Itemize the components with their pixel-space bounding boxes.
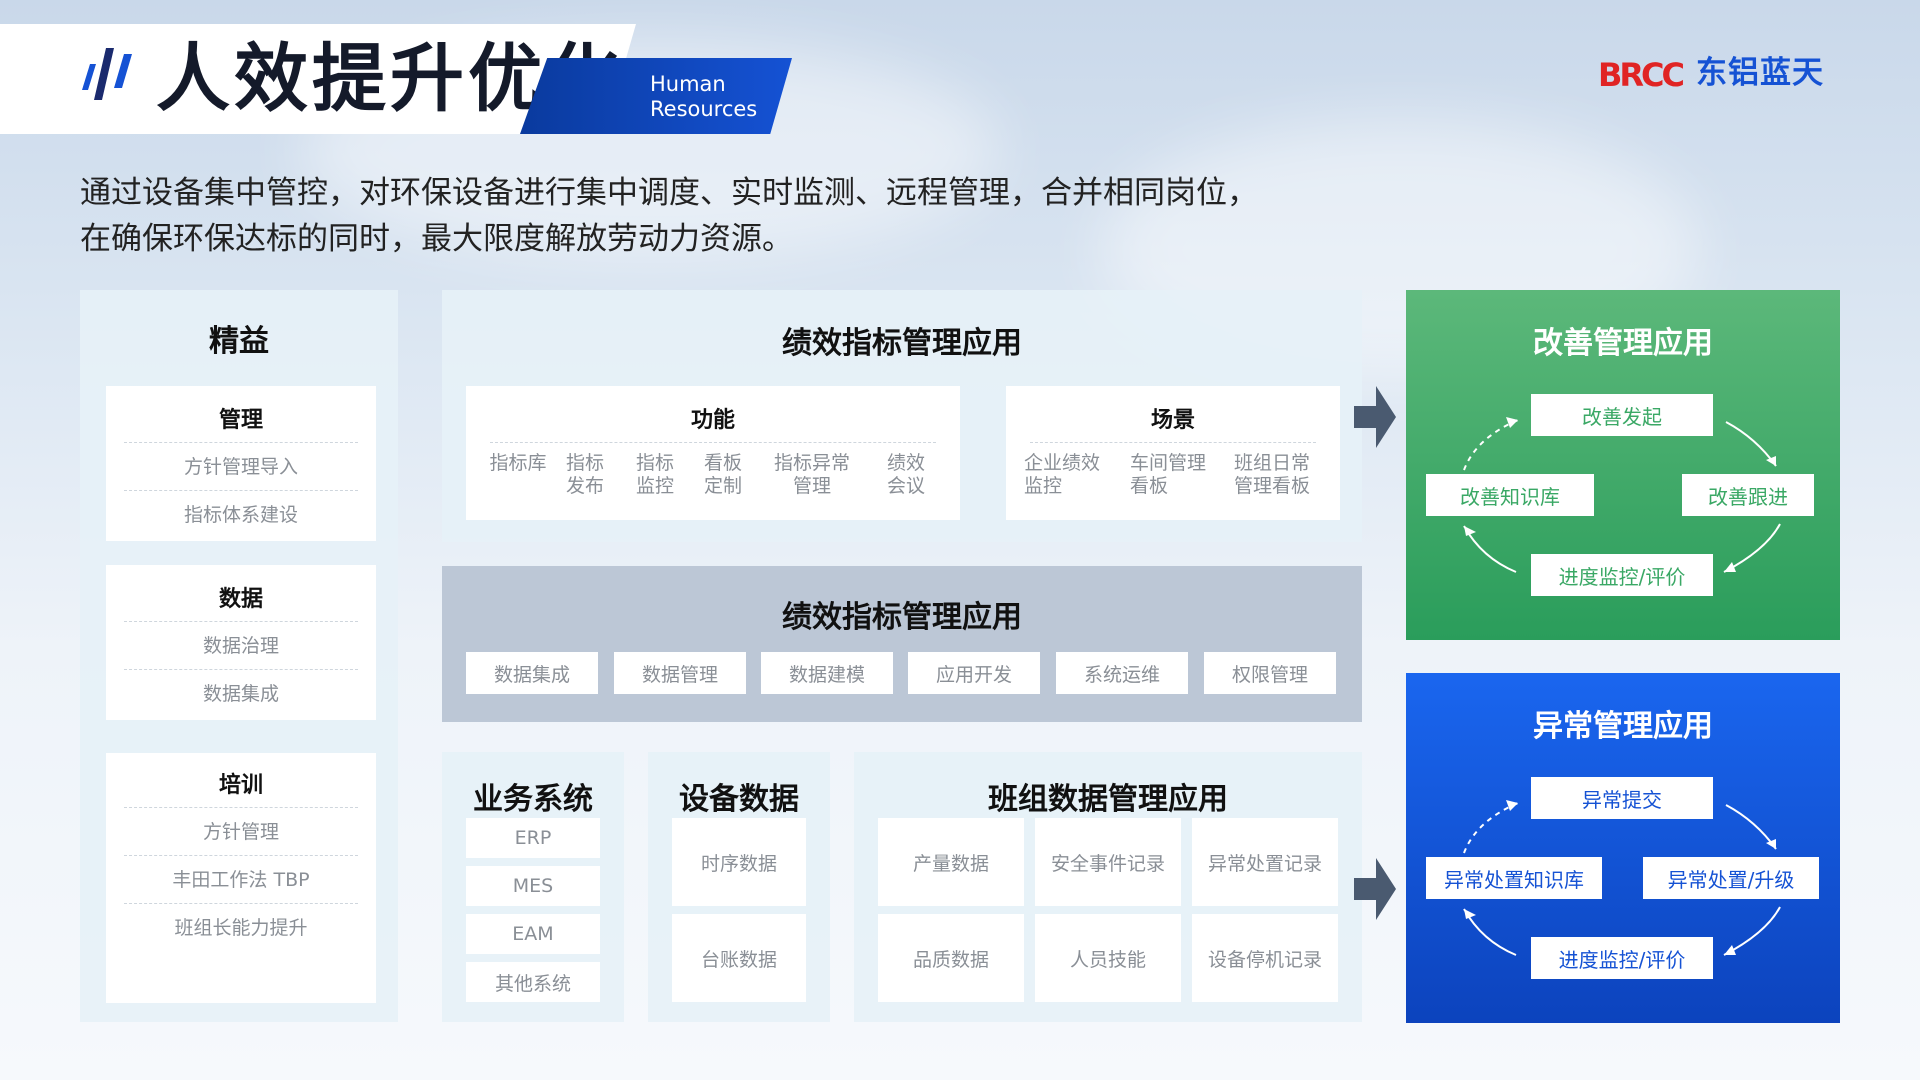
system-item: ERP xyxy=(466,818,600,858)
function-item: 绩效会议 xyxy=(886,452,925,497)
divider xyxy=(124,490,358,491)
platform-item: 数据管理 xyxy=(614,652,746,694)
list-item: 班组长能力提升 xyxy=(174,917,308,939)
divider xyxy=(124,807,358,808)
lean-panel: 精益 管理 方针管理导入 指标体系建设 数据 数据治理 数据集成 培训 方针管理… xyxy=(80,290,398,1022)
improve-knowledge-base: 改善知识库 xyxy=(1426,474,1594,516)
functions-title: 功能 xyxy=(690,408,735,433)
company-logo: BRCC 东铝蓝天 xyxy=(1598,55,1840,94)
team-data-item: 设备停机记录 xyxy=(1192,914,1338,1002)
equipment-item: 时序数据 xyxy=(672,818,806,906)
lean-group-management: 管理 方针管理导入 指标体系建设 xyxy=(106,386,376,541)
divider xyxy=(124,669,358,670)
divider xyxy=(124,903,358,904)
improve-initiate: 改善发起 xyxy=(1531,394,1713,436)
improve-follow-up: 改善跟进 xyxy=(1682,474,1814,516)
platform-item: 权限管理 xyxy=(1204,652,1336,694)
scene-item: 班组日常管理看板 xyxy=(1234,452,1311,497)
list-item: 方针管理 xyxy=(202,821,279,843)
list-item: 指标体系建设 xyxy=(183,504,298,526)
divider xyxy=(490,442,936,443)
arrow-right-icon xyxy=(1354,386,1396,448)
group-title: 培训 xyxy=(218,773,263,798)
equipment-item: 台账数据 xyxy=(672,914,806,1002)
function-item: 指标库 xyxy=(489,452,547,474)
team-data-item: 安全事件记录 xyxy=(1035,818,1181,906)
scenes-title: 场景 xyxy=(1150,408,1195,433)
anomaly-submit: 异常提交 xyxy=(1531,777,1713,819)
scene-item: 车间管理看板 xyxy=(1130,452,1207,497)
list-item: 数据治理 xyxy=(202,635,279,657)
business-systems-title: 业务系统 xyxy=(473,782,593,817)
lean-panel-title: 精益 xyxy=(209,324,269,359)
intro-text: 通过设备集中管控，对环保设备进行集中调度、实时监测、远程管理，合并相同岗位， 在… xyxy=(80,170,1258,262)
anomaly-escalate: 异常处置/升级 xyxy=(1643,857,1819,899)
perf-app-title: 绩效指标管理应用 xyxy=(782,326,1022,361)
logo-text: 东铝蓝天 xyxy=(1696,55,1824,91)
divider xyxy=(124,621,358,622)
platform-item: 数据集成 xyxy=(466,652,598,694)
team-data-title: 班组数据管理应用 xyxy=(988,782,1228,817)
improvement-title: 改善管理应用 xyxy=(1533,326,1713,361)
team-data-item: 产量数据 xyxy=(878,818,1024,906)
intro-line: 在确保环保达标的同时，最大限度解放劳动力资源。 xyxy=(80,221,793,257)
function-item: 指标监控 xyxy=(635,452,674,497)
platform-item: 系统运维 xyxy=(1056,652,1188,694)
team-data-item: 人员技能 xyxy=(1035,914,1181,1002)
functions-card: 功能 指标库 指标发布 指标监控 看板定制 指标异常管理 绩效会议 xyxy=(466,386,960,520)
anomaly-progress: 进度监控/评价 xyxy=(1531,937,1713,979)
subtitle-banner xyxy=(520,58,792,134)
cycle-arrows-icon xyxy=(1463,417,1781,573)
team-data-item: 异常处置记录 xyxy=(1192,818,1338,906)
list-item: 丰田工作法 TBP xyxy=(172,869,310,891)
arrow-right-icon xyxy=(1354,858,1396,920)
anomaly-knowledge-base: 异常处置知识库 xyxy=(1426,857,1602,899)
function-item: 指标发布 xyxy=(565,452,604,497)
perf-platform-panel: 绩效指标管理应用 数据集成 数据管理 数据建模 应用开发 系统运维 权限管理 xyxy=(442,566,1362,722)
perf-app-panel: 绩效指标管理应用 功能 指标库 指标发布 指标监控 看板定制 指标异常管理 绩效… xyxy=(442,290,1362,542)
lean-group-data: 数据 数据治理 数据集成 xyxy=(106,565,376,720)
slash-mark-icon xyxy=(82,48,132,100)
anomaly-title: 异常管理应用 xyxy=(1533,709,1713,744)
system-item: EAM xyxy=(466,914,600,954)
divider xyxy=(124,855,358,856)
equipment-data-title: 设备数据 xyxy=(679,782,799,817)
group-title: 管理 xyxy=(218,408,263,433)
team-data-panel: 班组数据管理应用 产量数据 安全事件记录 异常处置记录 品质数据 人员技能 设备… xyxy=(854,752,1362,1022)
equipment-data-panel: 设备数据 时序数据 台账数据 xyxy=(648,752,830,1022)
function-item: 指标异常管理 xyxy=(773,452,850,497)
cycle-arrows-icon xyxy=(1463,800,1781,956)
improvement-panel: 改善管理应用 改善发起 改善跟进 进度监控/评价 改善知识库 xyxy=(1406,290,1840,640)
business-systems-panel: 业务系统 ERP MES EAM 其他系统 xyxy=(442,752,624,1022)
anomaly-panel: 异常管理应用 异常提交 异常处置/升级 进度监控/评价 异常处置知识库 xyxy=(1406,673,1840,1023)
divider xyxy=(1030,442,1316,443)
platform-item: 数据建模 xyxy=(761,652,893,694)
page-subtitle: Human Resources xyxy=(650,72,757,122)
divider xyxy=(124,442,358,443)
subtitle-line: Resources xyxy=(650,97,758,121)
team-data-item: 品质数据 xyxy=(878,914,1024,1002)
subtitle-line: Human xyxy=(650,72,726,96)
logo-mark: BRCC xyxy=(1598,56,1685,94)
improve-progress: 进度监控/评价 xyxy=(1531,554,1713,596)
intro-line: 通过设备集中管控，对环保设备进行集中调度、实时监测、远程管理，合并相同岗位， xyxy=(80,175,1258,211)
lean-group-training: 培训 方针管理 丰田工作法 TBP 班组长能力提升 xyxy=(106,753,376,1003)
scene-item: 企业绩效监控 xyxy=(1024,452,1101,497)
perf-platform-title: 绩效指标管理应用 xyxy=(782,600,1022,635)
function-item: 看板定制 xyxy=(703,452,742,497)
system-item: 其他系统 xyxy=(466,962,600,1002)
list-item: 数据集成 xyxy=(202,683,279,705)
list-item: 方针管理导入 xyxy=(183,456,298,478)
scenes-card: 场景 企业绩效监控 车间管理看板 班组日常管理看板 xyxy=(1006,386,1340,520)
group-title: 数据 xyxy=(218,587,263,612)
platform-item: 应用开发 xyxy=(908,652,1040,694)
system-item: MES xyxy=(466,866,600,906)
